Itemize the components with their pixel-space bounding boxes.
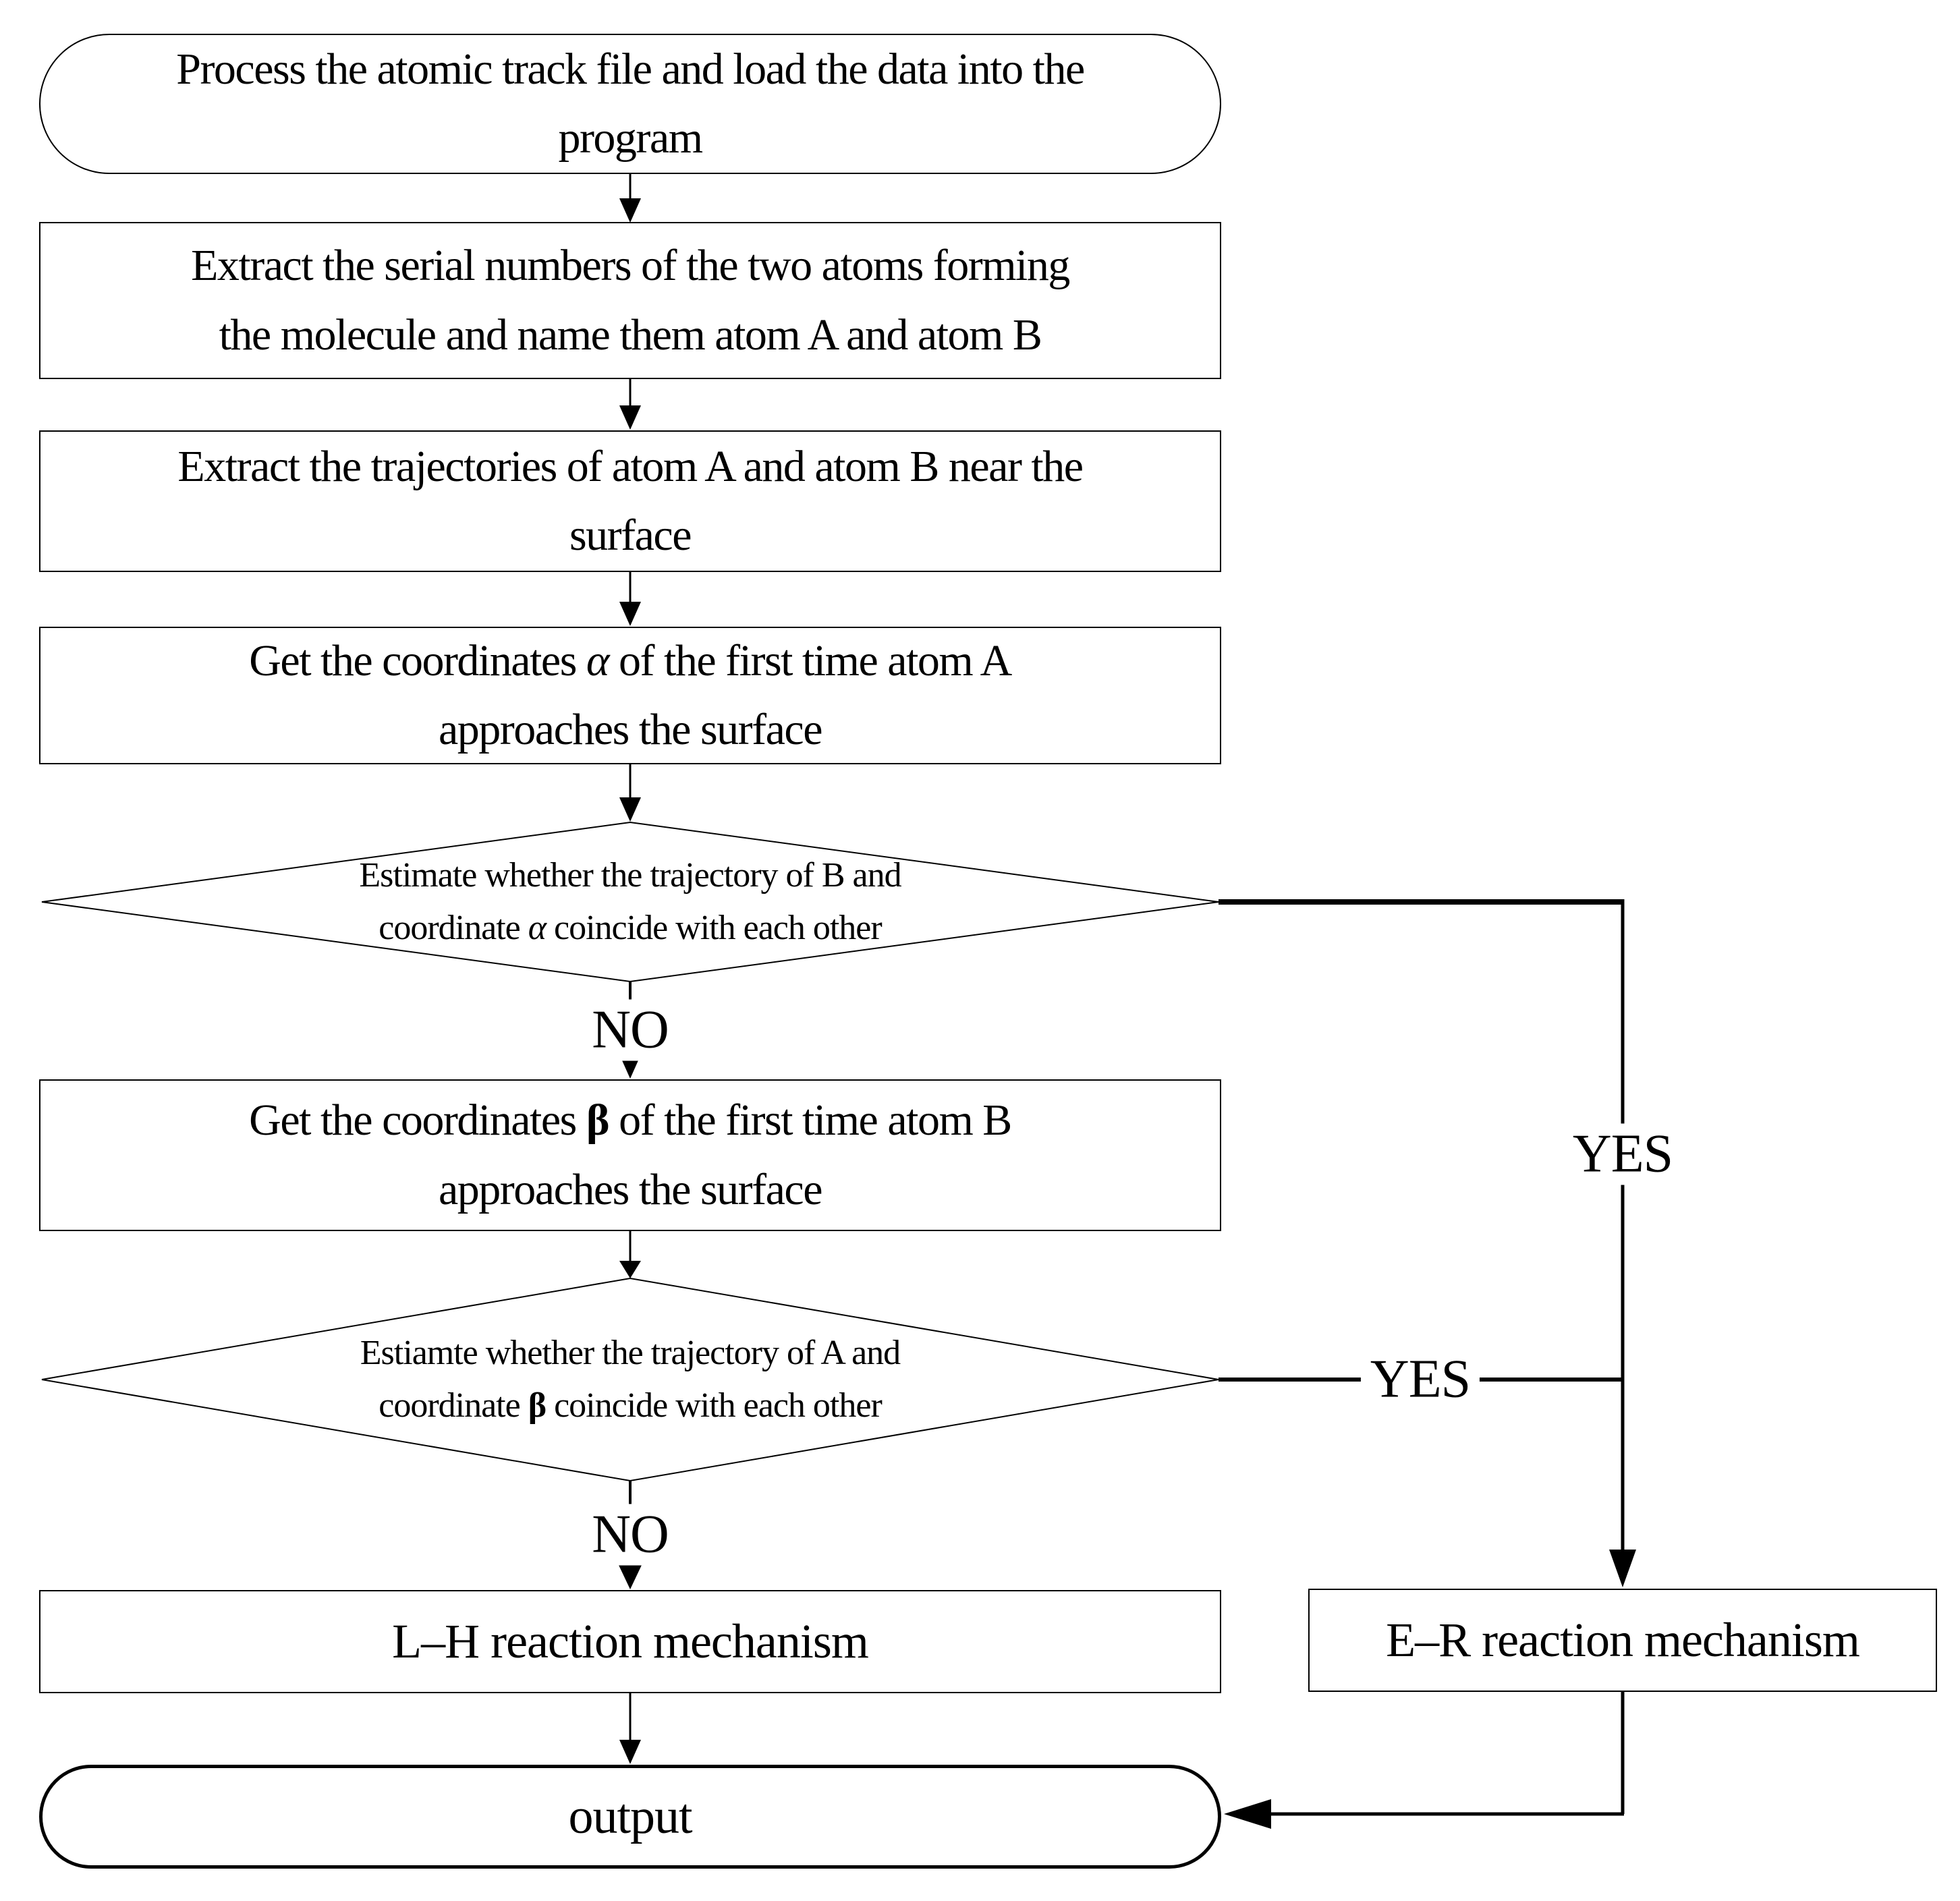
node-extract-serial-numbers: Extract the serial numbers of the two at… <box>39 222 1221 379</box>
arrow-start-to-extract-serial <box>619 174 641 223</box>
node-coords-alpha-line1: Get the coordinates α of the first time … <box>249 627 1012 696</box>
arrow-extract-serial-to-extract-traj <box>619 379 641 430</box>
coords-alpha-post: of the first time atom A <box>609 635 1012 685</box>
node-er-label: E–R reaction mechanism <box>1386 1612 1860 1667</box>
node-coords-beta-line2: approaches the surface <box>439 1164 823 1214</box>
node-lh-mechanism: L–H reaction mechanism <box>39 1590 1221 1693</box>
node-extract-serial-line2: the molecule and name them atom A and at… <box>219 310 1042 360</box>
node-extract-serial-line1: Extract the serial numbers of the two at… <box>191 241 1070 291</box>
coords-beta-pre: Get the coordinates <box>249 1096 586 1145</box>
edge-er-to-output <box>1224 1692 1625 1829</box>
node-start-line2: program <box>558 113 703 163</box>
arrow-coords-beta-to-decision2 <box>619 1231 641 1278</box>
label-no-2: NO <box>582 1504 678 1566</box>
node-extract-traj-line1: Extract the trajectories of atom A and a… <box>177 441 1084 491</box>
node-get-coordinates-beta: Get the coordinates β of the first time … <box>39 1079 1221 1231</box>
node-er-mechanism: E–R reaction mechanism <box>1308 1589 1937 1692</box>
node-extract-traj-line2: surface <box>569 511 692 560</box>
coords-alpha-pre: Get the coordinates <box>249 635 586 685</box>
label-yes-1: YES <box>1563 1123 1683 1185</box>
coords-beta-post: of the first time atom B <box>609 1096 1012 1145</box>
node-start: Process the atomic track file and load t… <box>39 34 1221 174</box>
node-coords-alpha-line2: approaches the surface <box>439 705 823 754</box>
label-no-1: NO <box>582 999 678 1061</box>
node-start-line1: Process the atomic track file and load t… <box>176 44 1085 94</box>
label-yes-2: YES <box>1360 1349 1480 1411</box>
node-output: output <box>39 1765 1221 1869</box>
edge-decision1-yes <box>1219 899 1636 1587</box>
node-coords-beta-line1: Get the coordinates β of the first time … <box>249 1086 1012 1155</box>
decision-trajectory-a-beta-shape <box>41 1277 1219 1482</box>
arrow-coords-alpha-to-decision1 <box>619 764 641 822</box>
node-lh-label: L–H reaction mechanism <box>392 1614 869 1668</box>
node-extract-trajectories: Extract the trajectories of atom A and a… <box>39 430 1221 572</box>
beta-symbol: β <box>586 1096 610 1145</box>
alpha-symbol: α <box>586 635 610 685</box>
decision-trajectory-b-alpha-shape <box>41 821 1219 983</box>
arrow-lh-to-output <box>619 1693 641 1764</box>
node-output-label: output <box>568 1788 692 1844</box>
arrow-extract-traj-to-coords-alpha <box>619 572 641 626</box>
node-get-coordinates-alpha: Get the coordinates α of the first time … <box>39 627 1221 764</box>
